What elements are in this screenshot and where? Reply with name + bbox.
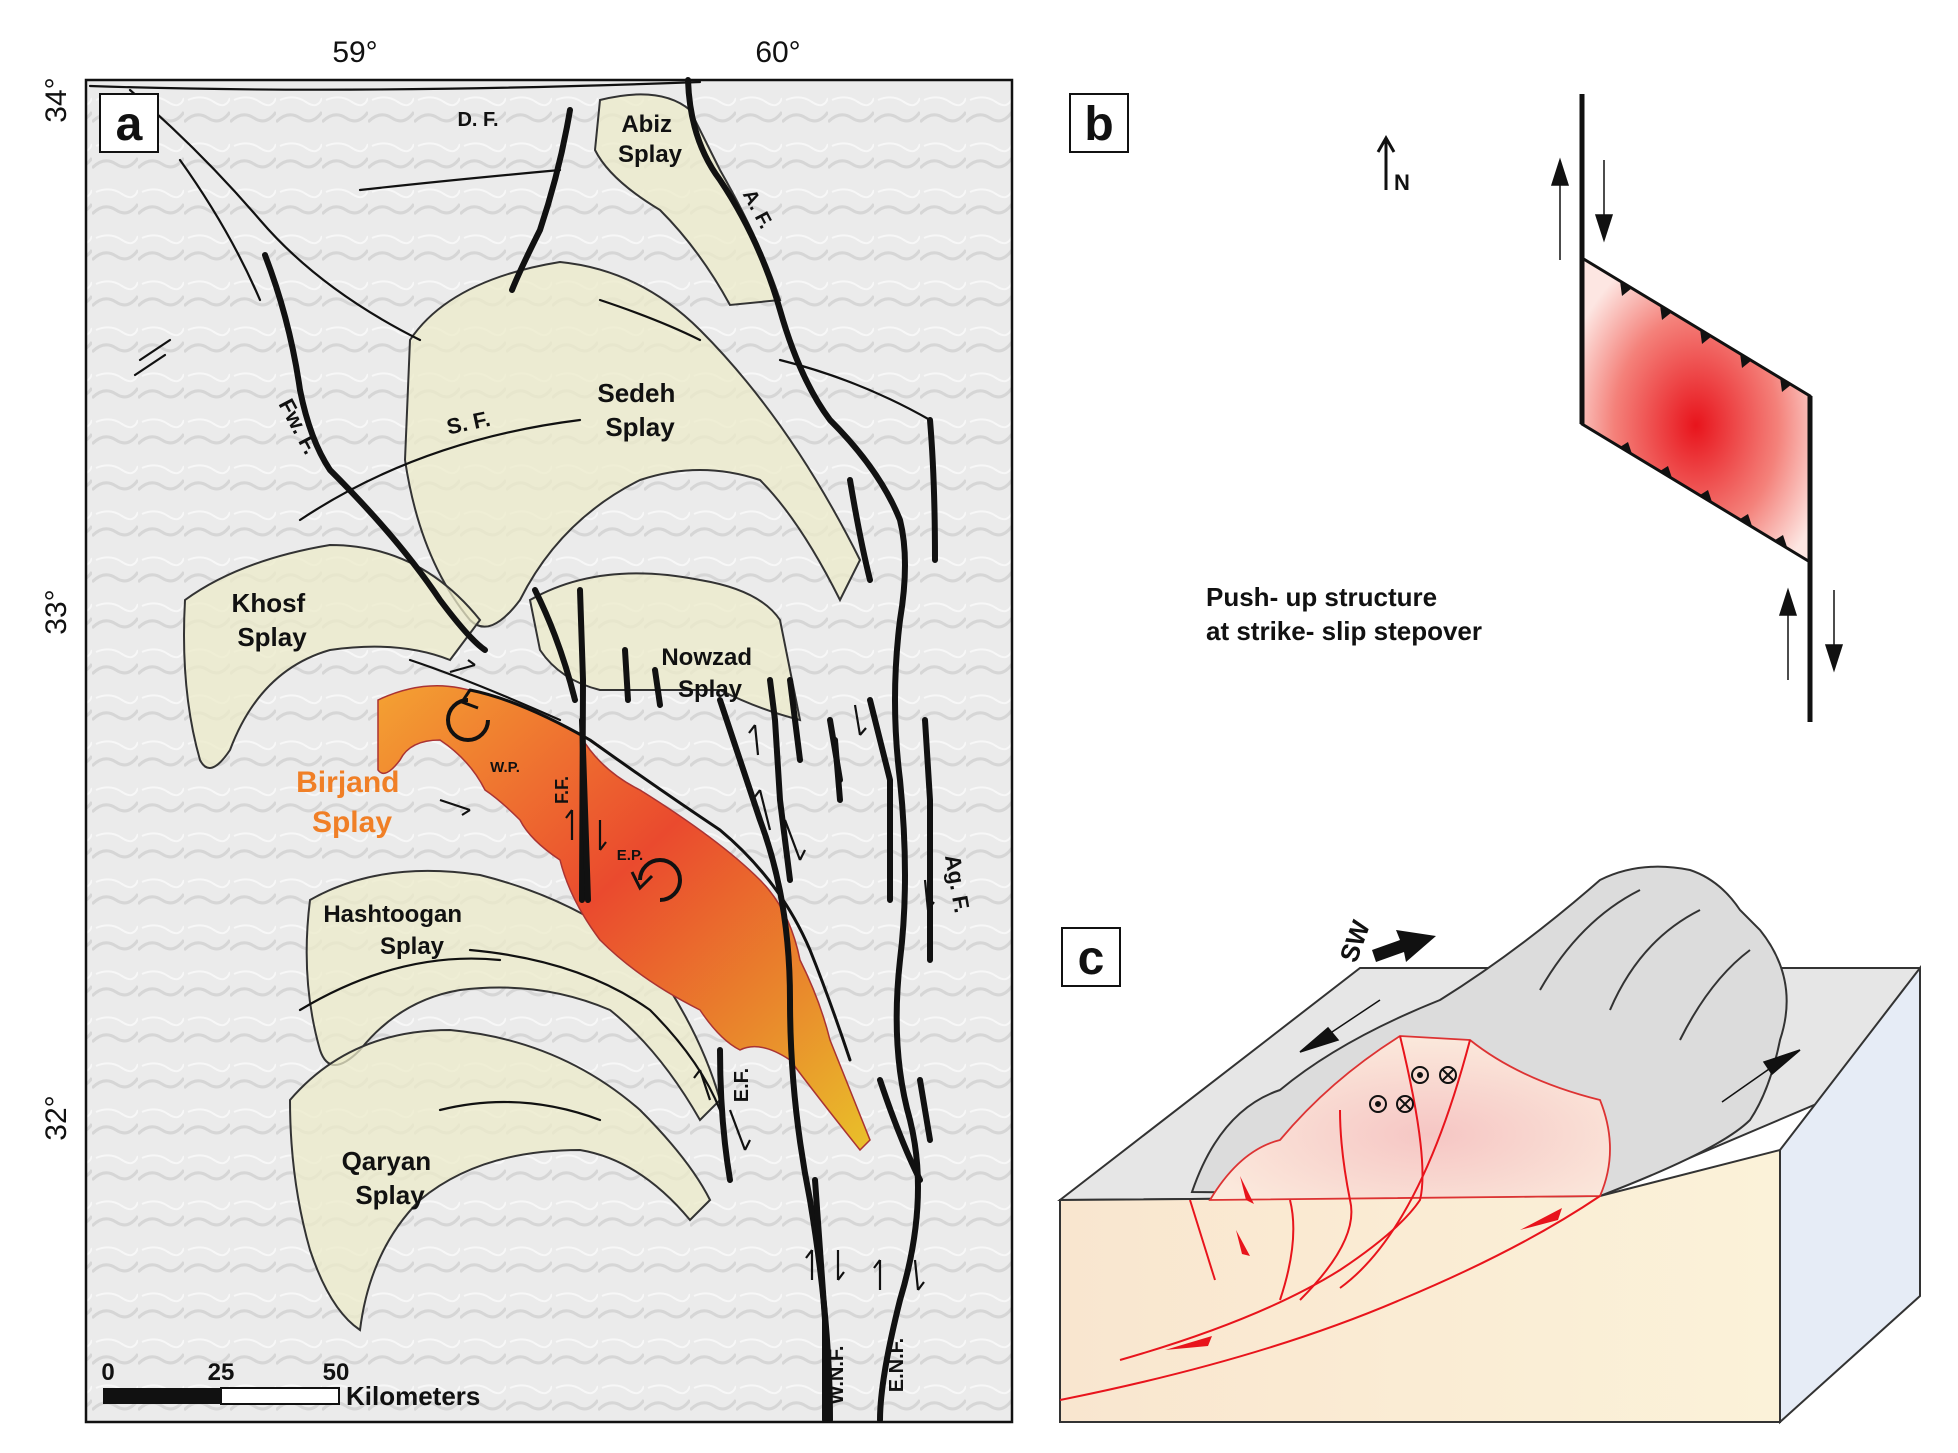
panel-c-label: c [1078, 932, 1105, 985]
scale-tick-25: 25 [208, 1359, 235, 1386]
thin-faults [88, 80, 932, 1122]
splay-label-abiz: Abiz Splay [618, 111, 683, 168]
rotation-arrow-ep [630, 858, 682, 902]
lon-tick-60: 60° [755, 36, 800, 69]
scale-tick-0: 0 [101, 1359, 114, 1386]
rotation-arrow-wp [446, 689, 490, 742]
splay-qaryan [288, 1028, 712, 1332]
panel-b-caption-1: Push- up structure [1206, 582, 1437, 612]
birjand-pushup [377, 684, 871, 1152]
scale-bar: 0 25 50 Kilometers [101, 1359, 480, 1411]
panel-c: c SW [1057, 865, 1921, 1425]
splay-khosf [183, 543, 482, 769]
map-panel: 59° 60° 34° 33° 32° a D. F. A. F. Fw. F.… [40, 36, 1014, 1424]
splay-sedeh [403, 260, 862, 628]
direction-arrow: SW [1333, 916, 1436, 966]
lat-tick-32: 32° [40, 1095, 73, 1140]
motion-symbols [1369, 1066, 1457, 1113]
splay-label-khosf: Khosf Splay [232, 588, 313, 652]
fault-label-ff: F.F. [552, 776, 572, 804]
fault-label-enf: E.N.F. [886, 1338, 908, 1392]
thick-faults [262, 77, 938, 1423]
panel-a-box [99, 93, 159, 153]
birjand-thrust-north [468, 688, 852, 1062]
splay-label-nowzad: Nowzad Splay [661, 644, 758, 703]
shear-arrows [439, 659, 935, 1291]
fault-label-ep: E.P. [617, 847, 643, 864]
scale-unit: Kilometers [346, 1381, 480, 1411]
splay-label-sedeh: Sedeh Splay [597, 378, 682, 442]
panel-a-label: a [116, 98, 143, 151]
panel-c-box [1061, 927, 1121, 987]
panel-b-box [1069, 93, 1129, 153]
shear-arrows-b [1550, 157, 1844, 680]
fault-label-wp: W.P. [490, 759, 520, 776]
panel-b: b N [1069, 93, 1844, 722]
fault-label-ef: E.F. [731, 1068, 753, 1102]
lon-tick-59: 59° [332, 36, 377, 69]
lat-tick-33: 33° [40, 589, 73, 634]
thrust-teeth [1620, 281, 1792, 547]
ff-fault [579, 717, 591, 903]
splay-label-birjand: Birjand Splay [296, 766, 408, 839]
splay-label-hashtoogan: Hashtoogan Splay [323, 901, 468, 960]
fault-label-wnf: W.N.F. [826, 1346, 848, 1405]
north-arrow: N [1376, 134, 1410, 195]
pushup-block [1580, 255, 1812, 565]
fault-label-df: D. F. [457, 109, 498, 131]
lat-tick-34: 34° [40, 77, 73, 122]
thrust-arrows-c [1165, 1176, 1562, 1350]
panel-b-caption-2: at strike- slip stepover [1206, 616, 1482, 646]
splay-label-qaryan: Qaryan Splay [342, 1146, 439, 1210]
panel-b-label: b [1084, 98, 1113, 151]
north-label: N [1394, 170, 1410, 195]
strike-slip-arrows-c [1299, 999, 1801, 1103]
thrust-faults-c [1059, 1035, 1601, 1401]
scale-tick-50: 50 [323, 1359, 350, 1386]
direction-label: SW [1333, 916, 1376, 966]
